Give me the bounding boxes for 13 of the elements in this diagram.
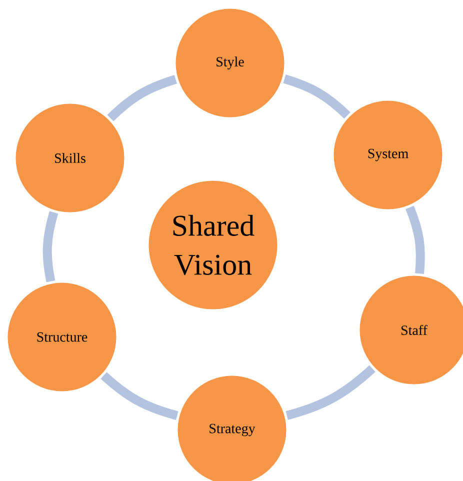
circle-node: Structure bbox=[6, 281, 118, 393]
circle-node: Staff bbox=[358, 274, 463, 386]
circle-node: System bbox=[332, 99, 444, 211]
ring-arc bbox=[100, 372, 178, 420]
circle-node: Style bbox=[174, 7, 286, 119]
ring-arc bbox=[286, 365, 376, 420]
circle-node: Skills bbox=[14, 102, 126, 214]
ring-arc bbox=[107, 75, 177, 122]
ring-arc bbox=[406, 206, 425, 274]
ring-arc bbox=[283, 74, 350, 119]
ring-arc bbox=[42, 211, 58, 282]
circle-node: Strategy bbox=[176, 374, 288, 481]
circle-node: Shared Vision bbox=[147, 179, 279, 311]
